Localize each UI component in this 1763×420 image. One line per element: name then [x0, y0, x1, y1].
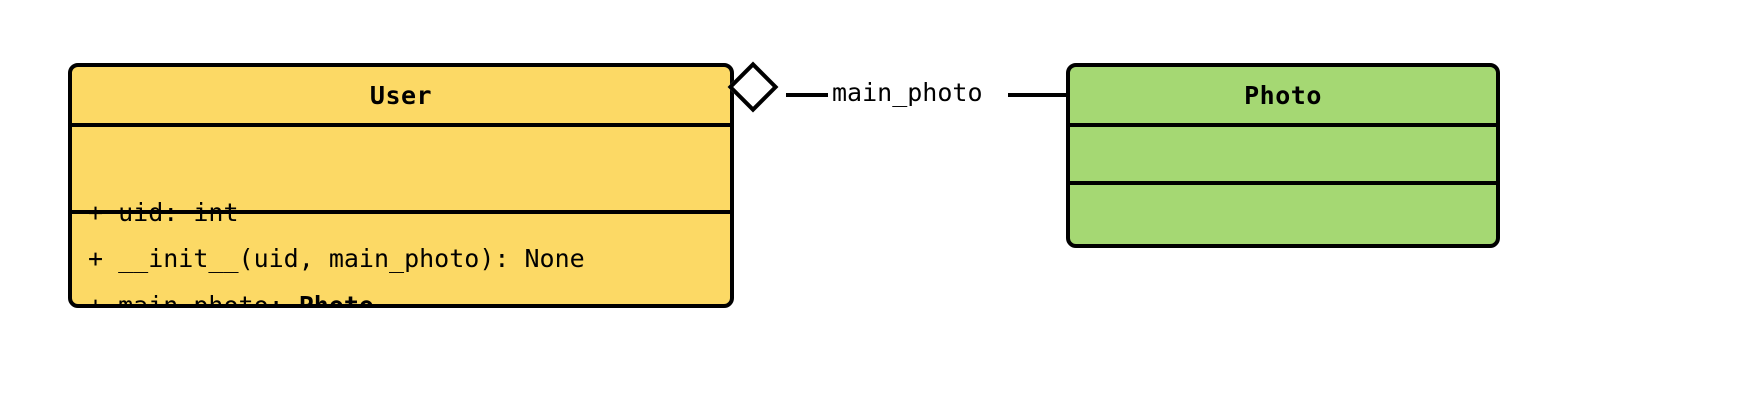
attribute-main-photo-label: + main_photo: — [88, 291, 299, 308]
association-label-main-photo: main_photo — [828, 78, 987, 108]
attribute-main-photo: + main_photo: Photo — [88, 290, 714, 308]
class-user-title: User — [369, 80, 433, 110]
uml-class-user[interactable]: User + uid: int + main_photo: Photo + __… — [68, 63, 734, 308]
class-photo-attributes — [1070, 123, 1496, 181]
association-line-right — [1008, 93, 1068, 97]
class-photo-methods — [1070, 181, 1496, 240]
attribute-main-photo-type: Photo — [298, 291, 374, 308]
aggregation-diamond-icon — [727, 61, 779, 113]
association-line-left — [786, 93, 830, 97]
class-user-attributes: + uid: int + main_photo: Photo — [72, 123, 730, 304]
method-init: + __init__(uid, main_photo): None — [88, 243, 585, 273]
class-user-methods: + __init__(uid, main_photo): None — [72, 210, 730, 304]
class-photo-title: Photo — [1244, 80, 1322, 110]
uml-class-photo[interactable]: Photo — [1066, 63, 1500, 248]
